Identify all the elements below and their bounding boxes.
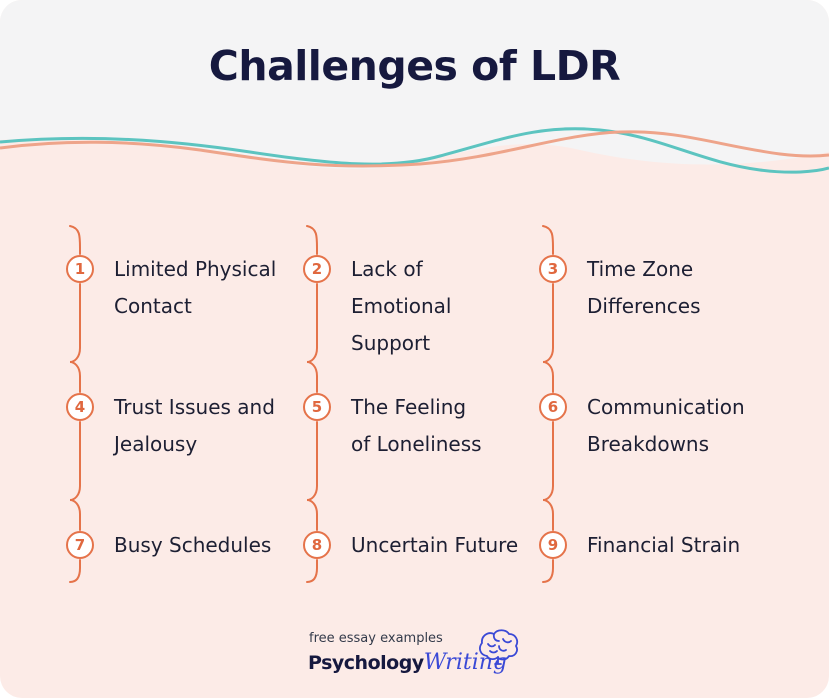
brain-icon	[479, 629, 519, 665]
challenge-label: Limited Physical Contact	[114, 257, 277, 318]
challenge-label: Lack of Emotional Support	[351, 257, 452, 355]
footer-tagline: free essay examples	[309, 631, 443, 646]
number-badge: 5	[303, 393, 331, 421]
challenge-item-6: 6 Communication Breakdowns	[539, 393, 787, 463]
challenge-label: Communication Breakdowns	[587, 395, 745, 456]
teal-wave	[0, 127, 829, 174]
challenge-label: Financial Strain	[587, 533, 741, 557]
challenge-item-1: 1 Limited Physical Contact	[66, 255, 304, 325]
bracket-col2	[306, 225, 318, 583]
number-badge: 9	[539, 531, 567, 559]
challenge-item-3: 3 Time Zone Differences	[539, 255, 727, 325]
challenge-item-2: 2 Lack of Emotional Support	[303, 255, 501, 362]
challenge-item-8: 8 Uncertain Future	[303, 531, 551, 564]
challenge-item-4: 4 Trust Issues and Jealousy	[66, 393, 304, 463]
bracket-col3	[542, 225, 554, 583]
challenge-label: Trust Issues and Jealousy	[114, 395, 275, 456]
number-badge: 3	[539, 255, 567, 283]
brand-primary: Psychology	[308, 652, 424, 674]
challenge-item-5: 5 The Feeling of Loneliness	[303, 393, 491, 463]
bracket-col1	[69, 225, 81, 583]
number-badge: 2	[303, 255, 331, 283]
challenge-item-9: 9 Financial Strain	[539, 531, 787, 564]
brand-secondary: Writing	[423, 650, 507, 675]
number-badge: 6	[539, 393, 567, 421]
challenge-label: Time Zone Differences	[587, 257, 701, 318]
number-badge: 4	[66, 393, 94, 421]
header-background	[0, 0, 829, 174]
challenge-item-7: 7 Busy Schedules	[66, 531, 304, 564]
number-badge: 1	[66, 255, 94, 283]
page-title: Challenges of LDR	[208, 42, 621, 90]
challenge-label: Uncertain Future	[351, 533, 519, 557]
number-badge: 8	[303, 531, 331, 559]
challenge-label: The Feeling of Loneliness	[351, 395, 482, 456]
brand-logo: PsychologyWriting	[308, 650, 507, 675]
challenge-label: Busy Schedules	[114, 533, 272, 557]
salmon-wave	[0, 130, 829, 168]
number-badge: 7	[66, 531, 94, 559]
